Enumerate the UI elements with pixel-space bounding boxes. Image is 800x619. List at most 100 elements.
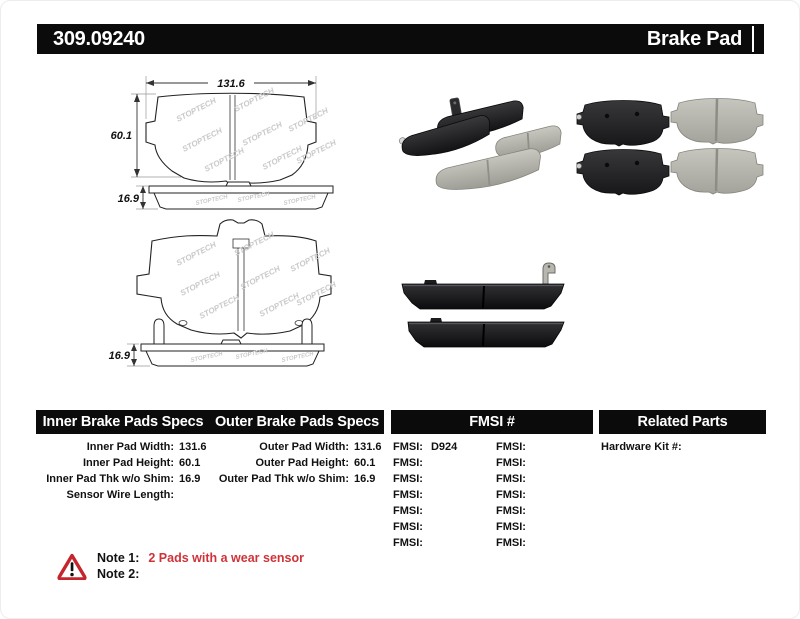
fmsi-row: FMSI: [496, 455, 534, 471]
black-pad-back [576, 100, 670, 147]
note-label: Note 1: [97, 551, 140, 565]
inner-specs-column: Inner Pad Width:131.6 Inner Pad Height: 6… [36, 439, 211, 503]
abutment-clip [576, 163, 582, 169]
warning-triangle-icon [57, 553, 87, 580]
fmsi-label: FMSI: [496, 441, 526, 453]
pad-front-outline [136, 219, 332, 339]
spec-label: Inner Pad Height: [82, 457, 174, 469]
header-divider [752, 26, 754, 52]
fmsi-row: FMSI: [496, 487, 534, 503]
spec-value: 16.9 [179, 473, 201, 485]
spec-value: 131.6 [179, 441, 207, 453]
pad-center-slot [237, 248, 245, 331]
spec-label: Sensor Wire Length: [66, 489, 174, 501]
outer-specs-column: Outer Pad Width:131.6 Outer Pad Height: 6… [209, 439, 387, 487]
spec-row: Inner Pad Width:131.6 [36, 439, 211, 455]
fmsi-label: FMSI: [496, 489, 526, 501]
fmsi-label: FMSI: [496, 457, 526, 469]
pad-edge-nub [424, 280, 437, 284]
spec-label: Outer Pad Thk w/o Shim: [218, 473, 349, 485]
fmsi-row: FMSI: [496, 535, 534, 551]
spec-label: Inner Pad Thk w/o Shim: [46, 473, 174, 485]
black-pad [398, 115, 490, 156]
spec-value: 60.1 [354, 457, 376, 469]
related-part-label: Hardware Kit #: [601, 441, 682, 453]
spec-value: 16.9 [354, 473, 376, 485]
dim-thickness-label: 16.9 [109, 350, 131, 362]
fmsi-label: FMSI: [393, 473, 423, 485]
pad-edge-bottom [407, 321, 565, 348]
fmsi-row: FMSI: [393, 503, 457, 519]
note-text: 2 Pads with a wear sensor [148, 551, 304, 565]
pad-center-slot [229, 95, 236, 180]
clip-post-left [153, 318, 165, 345]
black-pad-back [576, 149, 670, 196]
fmsi-row: FMSI: [393, 535, 457, 551]
page-title: Brake Pad [646, 27, 742, 50]
note-row-2: Note 2: [97, 567, 148, 581]
fmsi-value: D924 [430, 441, 458, 453]
side-view-shim-tab [220, 339, 242, 345]
fmsi-label: FMSI: [496, 537, 526, 549]
side-view-friction [153, 192, 329, 210]
note-row-1: Note 1: 2 Pads with a wear sensor [97, 551, 304, 565]
specs-header-bar: Inner Brake Pads Specs Outer Brake Pads … [36, 410, 384, 434]
pad-pin-left [178, 320, 188, 326]
spec-row: Inner Pad Thk w/o Shim: 16.9 [36, 471, 211, 487]
fmsi-label: FMSI: [496, 521, 526, 533]
related-parts-header-bar: Related Parts [599, 410, 766, 434]
fmsi-header-bar: FMSI # [391, 410, 593, 434]
photo-pad-set-angled [398, 97, 562, 190]
fmsi-label: FMSI: [496, 505, 526, 517]
abutment-clip [576, 114, 582, 120]
photo-pad-set-flat [576, 98, 764, 196]
pad-slot-top-detail [232, 238, 250, 249]
fmsi-row: FMSI: D924 [393, 439, 457, 455]
pad-front-outline [145, 92, 317, 187]
spec-row: Outer Pad Thk w/o Shim: 16.9 [209, 471, 387, 487]
fmsi-column-2: FMSI: FMSI: FMSI: FMSI: FMSI: FMSI: FMSI… [496, 439, 534, 551]
side-view-backing [148, 185, 334, 194]
side-view-shim-tab [225, 181, 252, 187]
ceramic-pad [435, 148, 541, 190]
spec-row: Outer Pad Height: 60.1 [209, 455, 387, 471]
spec-row: Sensor Wire Length: [36, 487, 211, 503]
header-bar: 309.09240 Brake Pad [37, 24, 764, 54]
side-view-backing [140, 343, 325, 352]
fmsi-label: FMSI: [496, 473, 526, 485]
fmsi-row: FMSI: [393, 487, 457, 503]
fmsi-row: FMSI: [393, 471, 457, 487]
fmsi-row: FMSI: [496, 519, 534, 535]
pad-edge-nub [430, 318, 442, 322]
fmsi-row: FMSI: [496, 471, 534, 487]
fmsi-column-1: FMSI: D924 FMSI: FMSI: FMSI: FMSI: FMSI: … [393, 439, 457, 551]
fmsi-label: FMSI: [393, 521, 423, 533]
side-view-friction [145, 350, 320, 367]
fmsi-label: FMSI: [393, 489, 423, 501]
fmsi-label: FMSI: [393, 505, 423, 517]
spec-label: Outer Pad Width: [259, 441, 349, 453]
fmsi-row: FMSI: [393, 455, 457, 471]
fmsi-row: FMSI: [393, 519, 457, 535]
dim-height-label: 60.1 [111, 130, 132, 142]
spec-row: Outer Pad Width:131.6 [209, 439, 387, 455]
dim-width-label: 131.6 [217, 78, 245, 90]
fmsi-header: FMSI # [469, 414, 515, 430]
inner-specs-header: Inner Brake Pads Specs [42, 414, 204, 430]
spec-row: Inner Pad Height: 60.1 [36, 455, 211, 471]
outer-specs-header: Outer Brake Pads Specs [214, 414, 380, 430]
fmsi-row: FMSI: [496, 503, 534, 519]
fmsi-label: FMSI: [393, 457, 423, 469]
fmsi-label: FMSI: [393, 441, 423, 453]
part-number: 309.09240 [53, 27, 145, 50]
spec-value: 60.1 [179, 457, 201, 469]
wear-sensor-clip [542, 262, 556, 285]
note-label: Note 2: [97, 567, 140, 581]
related-part-row: Hardware Kit #: [601, 439, 688, 455]
fmsi-row: FMSI: [496, 439, 534, 455]
pad-technical-drawing-bottom: STOPTECH STOPTECH STOPTECH STOPTECH STOP… [109, 219, 338, 367]
fmsi-label: FMSI: [393, 537, 423, 549]
spec-label: Outer Pad Height: [255, 457, 349, 469]
pad-technical-drawing-top: 131.6 60.1 STOPTECH STOPTECH STOPTECH ST… [111, 75, 338, 210]
